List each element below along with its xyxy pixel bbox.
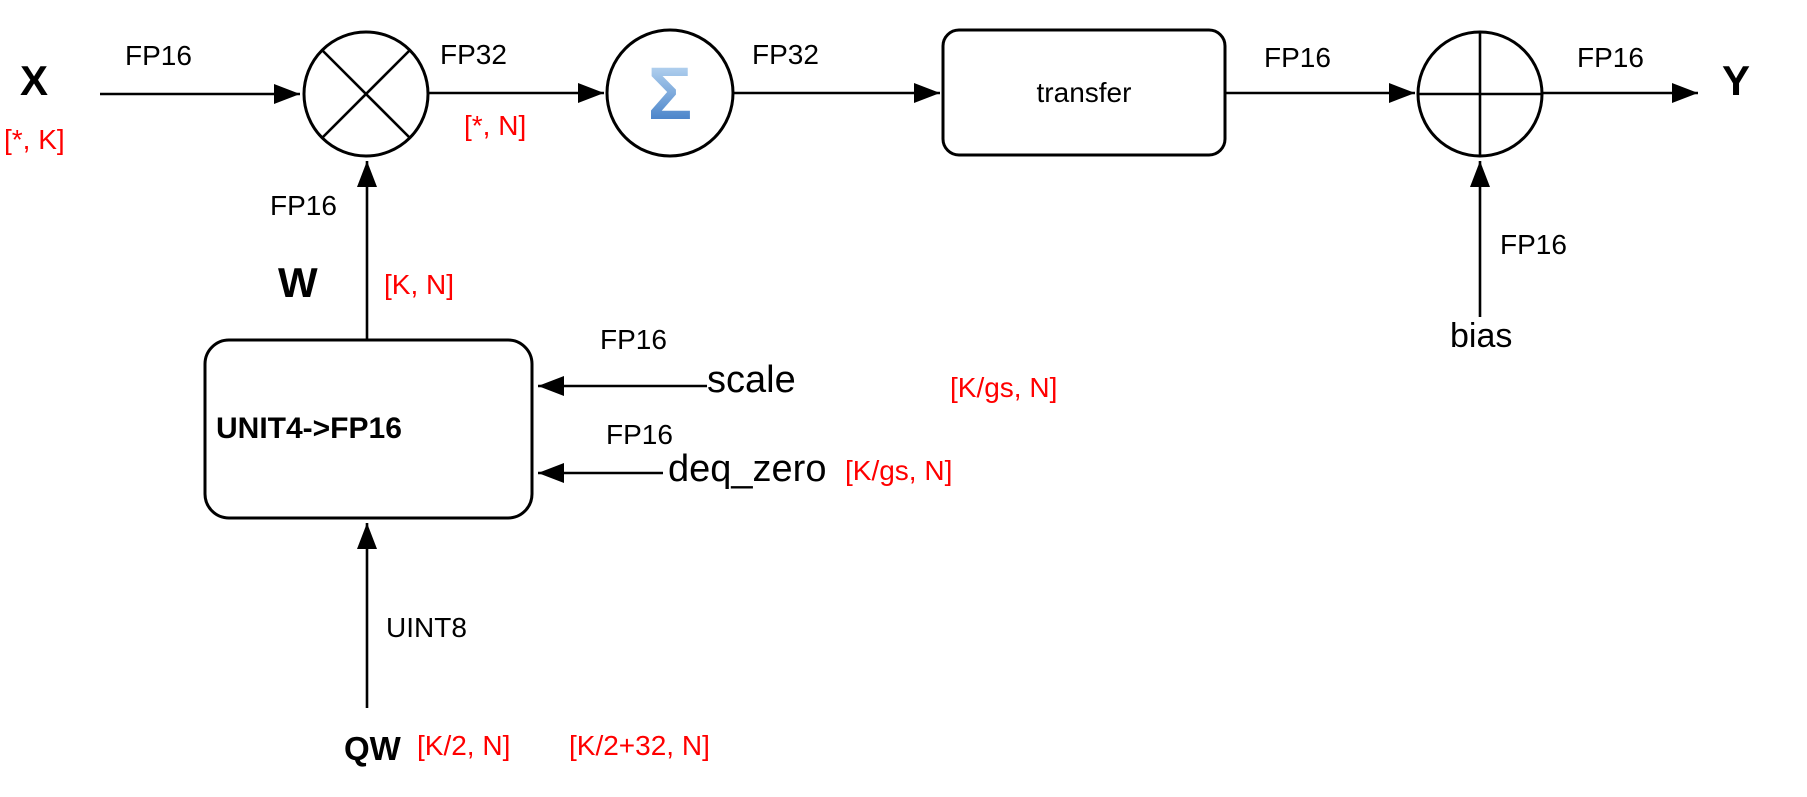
transfer-node-label: transfer (1036, 76, 1132, 108)
input-x-label: X (20, 57, 49, 104)
bias-label: bias (1450, 317, 1513, 355)
input-x-shape-label: [*, K] (4, 124, 65, 155)
deq-zero-label: deq_zero (668, 448, 827, 490)
edge-x-to-multiply-dtype: FP16 (125, 40, 192, 71)
scale-label: scale (707, 359, 796, 401)
dequantize-node (203, 338, 534, 520)
output-y-label: Y (1722, 57, 1751, 104)
edge-multiply-to-accumulate-dtype: FP32 (440, 39, 507, 70)
w-label: W (278, 259, 318, 306)
edge-w-dtype: FP16 (270, 190, 337, 221)
edge-scale-shape: [K/gs, N] (950, 372, 1058, 403)
edge-qw-shape-padded: [K/2+32, N] (569, 730, 710, 761)
edge-add-to-y-dtype: FP16 (1577, 42, 1644, 73)
edge-multiply-to-accumulate-shape: [*, N] (464, 110, 527, 141)
edge-scale-dtype: FP16 (600, 324, 667, 355)
add-node (1416, 30, 1544, 158)
edge-transfer-to-add-dtype: FP16 (1264, 42, 1331, 73)
edge-bias-dtype: FP16 (1500, 229, 1567, 260)
dequantize-node-label: UNIT4->FP16 (216, 412, 402, 445)
edge-w-shape: [K, N] (384, 269, 455, 300)
edge-accumulate-to-transfer-dtype: FP32 (752, 39, 819, 70)
multiply-node (302, 30, 430, 158)
sigma-icon: Σ (648, 52, 692, 135)
edge-qw-shape-packed: [K/2, N] (417, 730, 511, 761)
accumulate-node: Σ (605, 28, 735, 158)
edge-deq-zero-dtype: FP16 (606, 419, 673, 450)
edge-qw-dtype: UINT8 (386, 612, 467, 643)
qw-label: QW (344, 730, 401, 767)
edge-deq-zero-shape: [K/gs, N] (845, 455, 953, 486)
